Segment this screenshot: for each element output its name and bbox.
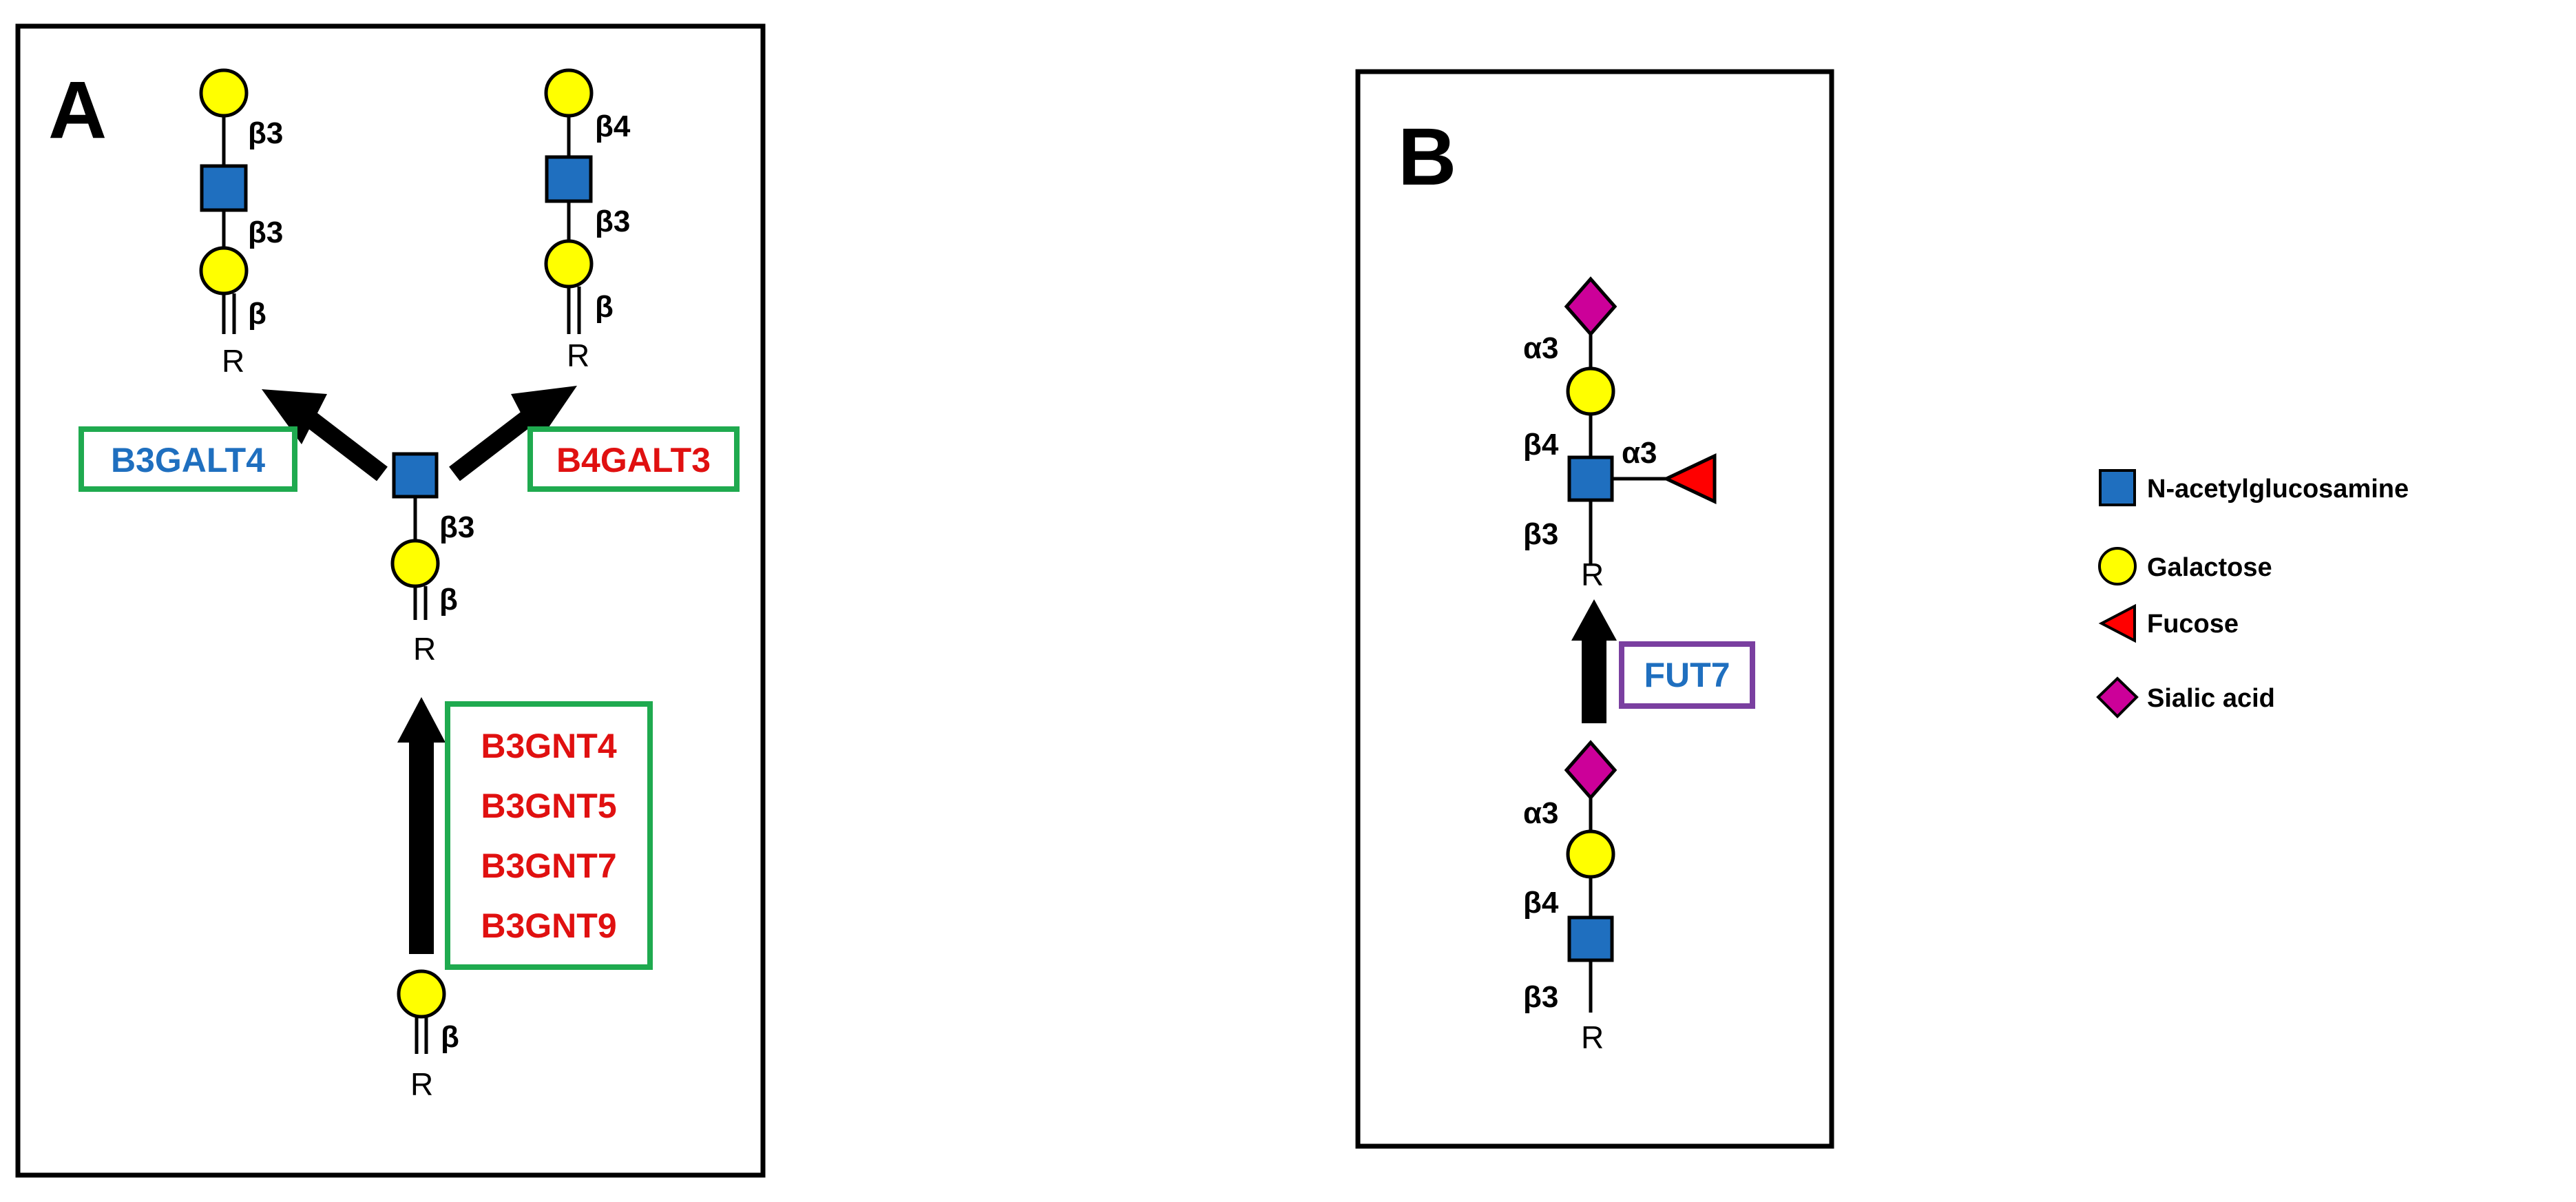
galactose-icon	[544, 68, 594, 118]
link-label: β3	[439, 510, 474, 544]
reducing-end-label: R	[222, 343, 244, 379]
link-label: α3	[1622, 436, 1657, 470]
panel-a-frame	[15, 23, 766, 1178]
substrate-glycan: β R	[397, 969, 459, 1102]
reducing-end-label: R	[567, 338, 589, 373]
magenta-diamond-icon	[2096, 676, 2139, 718]
arrow-up-panel-b	[1571, 599, 1617, 723]
enzyme-box-b4galt3	[527, 426, 740, 492]
link-label: β3	[1523, 980, 1558, 1014]
galactose-icon	[390, 539, 440, 588]
enzyme-label-b3gnt4: B3GNT4	[481, 727, 616, 765]
link-label: α3	[1523, 331, 1559, 365]
link-label: β3	[595, 205, 630, 238]
enzyme-box-fut7	[1619, 641, 1755, 709]
reducing-end-label: R	[410, 1066, 433, 1102]
legend-label-glcnac: N-acetylglucosamine	[2147, 475, 2409, 504]
reducing-end-label: R	[1581, 557, 1604, 592]
link-label: β	[595, 290, 614, 324]
link-label: β4	[1523, 428, 1559, 462]
link-label: β3	[1523, 517, 1558, 551]
red-triangle-icon	[2098, 603, 2136, 643]
arrow-to-right-product	[449, 386, 577, 481]
sialic-acid-icon	[1564, 276, 1617, 337]
legend-label-galactose: Galactose	[2147, 553, 2272, 582]
enzyme-label-b3gnt5: B3GNT5	[481, 787, 616, 825]
panel-b-frame	[1355, 69, 1834, 1149]
enzyme-box-b3gnt	[445, 701, 653, 970]
glcnac-icon	[1567, 915, 1614, 962]
enzyme-label-b4galt3: B4GALT3	[556, 441, 711, 479]
link-label: β	[439, 583, 458, 616]
legend-label-sialic-acid: Sialic acid	[2147, 684, 2275, 713]
reducing-end-label: R	[413, 631, 436, 667]
right-product-glycan: β4 β3 β R	[544, 68, 631, 373]
link-label: β	[248, 297, 266, 331]
enzyme-label-b3gnt7: B3GNT7	[481, 847, 616, 885]
panel-b-substrate-glycan: α3 β4 β3 R	[1523, 740, 1617, 1055]
glcnac-icon	[200, 164, 248, 212]
enzyme-box-b3galt4	[78, 426, 297, 492]
galactose-icon	[544, 239, 594, 289]
arrow-up-bottom	[397, 697, 446, 954]
panel-a-letter: A	[48, 65, 107, 156]
panel-b-product-glycan: α3 β4 α3 β3 R	[1523, 276, 1717, 592]
reducing-end-label: R	[1581, 1019, 1604, 1055]
enzyme-label-fut7: FUT7	[1644, 656, 1730, 694]
yellow-circle-icon	[2098, 547, 2137, 586]
intermediate-glycan: β3 β R	[390, 452, 474, 667]
arrow-to-left-product	[262, 389, 388, 481]
link-label: β4	[1523, 886, 1559, 920]
glcnac-icon	[545, 155, 593, 203]
link-label: β3	[248, 116, 283, 150]
galactose-icon	[199, 246, 249, 296]
glcnac-icon	[392, 452, 439, 499]
blue-square-icon	[2099, 469, 2136, 506]
link-label: β4	[595, 110, 631, 143]
enzyme-label-b3gnt9: B3GNT9	[481, 906, 616, 945]
left-product-glycan: β3 β3 β R	[199, 68, 283, 379]
link-label: β3	[248, 216, 283, 249]
galactose-icon	[1566, 829, 1615, 879]
enzyme-label-b3galt4: B3GALT4	[111, 441, 265, 479]
link-label: α3	[1523, 796, 1559, 830]
fucose-icon	[1662, 453, 1717, 504]
panel-b-letter: B	[1398, 112, 1456, 203]
galactose-icon	[1566, 366, 1615, 416]
galactose-icon	[199, 68, 249, 118]
sialic-acid-icon	[1564, 740, 1617, 800]
glcnac-icon	[1567, 455, 1614, 502]
link-label: β	[441, 1020, 459, 1054]
legend-label-fucose: Fucose	[2147, 610, 2239, 639]
legend: N-acetylglucosamine Galactose Fucose Sia…	[2096, 469, 2409, 718]
galactose-icon	[397, 969, 446, 1019]
